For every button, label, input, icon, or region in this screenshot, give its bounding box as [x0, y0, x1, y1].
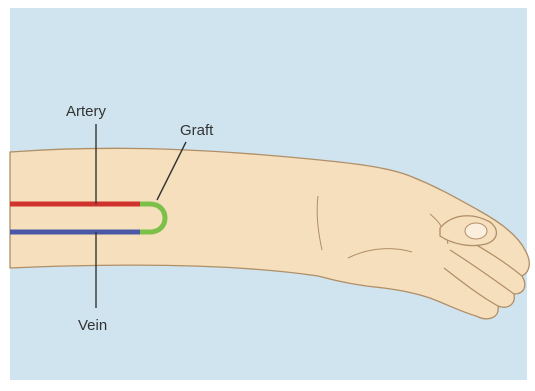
vein-label: Vein [78, 317, 107, 334]
thumbnail [465, 223, 487, 239]
graft-label: Graft [180, 122, 214, 139]
artery-label: Artery [66, 103, 107, 120]
